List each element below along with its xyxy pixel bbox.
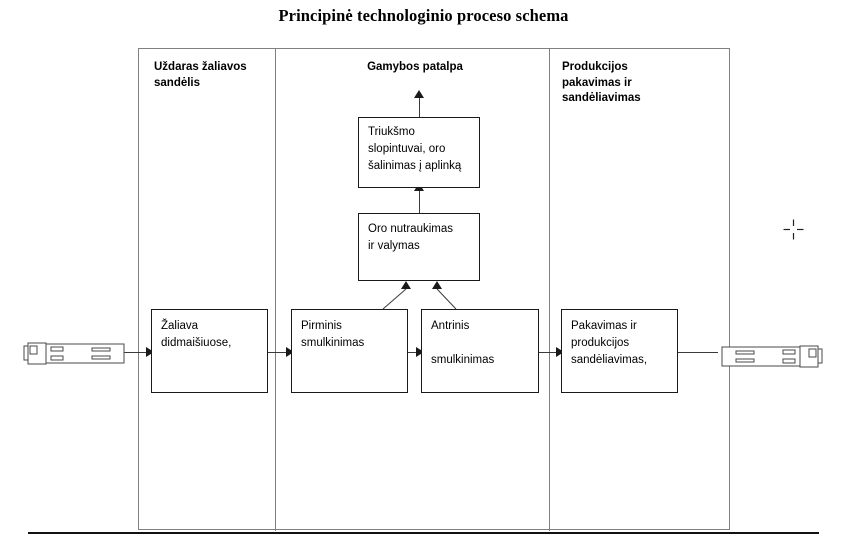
- process-box-raw-label: Žaliava didmaišiuose,: [161, 320, 232, 349]
- process-box-raw-material: Žaliava didmaišiuose,: [151, 309, 268, 393]
- arrowhead-to-outside: [414, 90, 424, 98]
- connector-primary-to-secondary: [408, 352, 421, 353]
- arrowhead-to-primary: [286, 347, 294, 357]
- column-divider-1: [275, 49, 276, 531]
- footer-rule: [28, 532, 819, 534]
- arrowhead-to-secondary: [416, 347, 424, 357]
- process-box-packing-storage: Pakavimas ir produkcijos sandėliavimas,: [561, 309, 678, 393]
- column-header-packaging: Produkcijos pakavimas ir sandėliavimas: [562, 61, 641, 104]
- column-header-warehouse: Uždaras žaliavos sandėlis: [154, 61, 247, 89]
- connector-raw-to-primary: [268, 352, 291, 353]
- process-box-primary-crushing: Pirminis smulkinimas: [291, 309, 408, 393]
- delivery-truck-outbound: [718, 340, 826, 377]
- connector-packing-to-truck: [678, 352, 718, 353]
- connector-air-to-noise: [419, 188, 420, 213]
- arrowhead-to-packing: [556, 347, 564, 357]
- process-box-secondary-label: Antrinis smulkinimas: [431, 320, 495, 366]
- arrowhead-primary-to-air: [401, 281, 411, 289]
- column-header-production: Gamybos patalpa: [367, 61, 463, 73]
- process-box-noise-suppression: Triukšmo slopintuvai, oro šalinimas į ap…: [358, 117, 480, 188]
- process-box-primary-label: Pirminis smulkinimas: [301, 320, 365, 349]
- delivery-truck-inbound: [20, 337, 128, 374]
- process-box-noise-label: Triukšmo slopintuvai, oro šalinimas į ap…: [368, 126, 462, 172]
- page-title: Principinė technologinio proceso schema: [278, 6, 569, 25]
- connector-noise-to-outside: [419, 95, 420, 117]
- arrowhead-secondary-to-air: [432, 281, 442, 289]
- column-divider-2: [549, 49, 550, 531]
- process-box-packing-label: Pakavimas ir produkcijos sandėliavimas,: [571, 320, 648, 366]
- connector-secondary-to-packing: [539, 352, 561, 353]
- process-box-air-extraction: Oro nutraukimas ir valymas: [358, 213, 480, 281]
- process-box-air-label: Oro nutraukimas ir valymas: [368, 223, 454, 252]
- arrowhead-to-raw: [146, 347, 154, 357]
- process-box-secondary-crushing: Antrinis smulkinimas: [421, 309, 539, 393]
- crosshair-mark: [783, 219, 804, 240]
